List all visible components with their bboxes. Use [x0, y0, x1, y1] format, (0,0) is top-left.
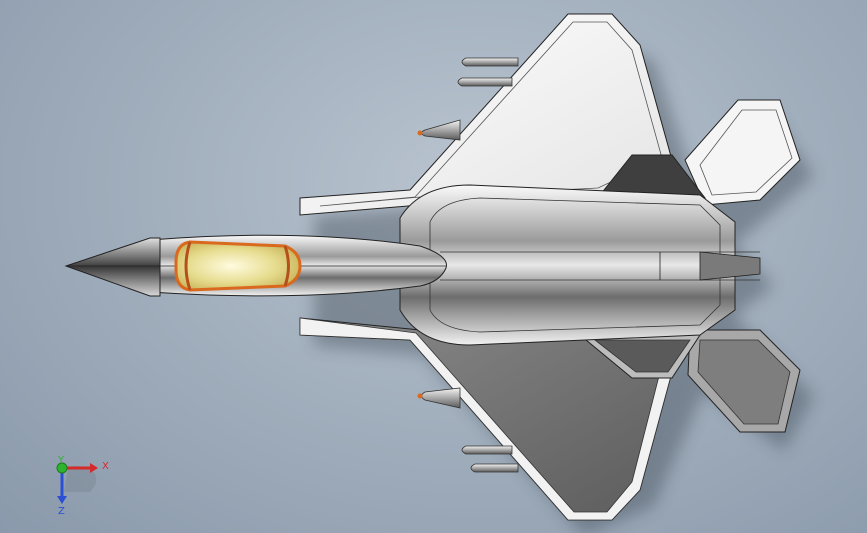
- x-axis-head: [90, 463, 98, 473]
- cockpit-canopy: [174, 240, 302, 292]
- y-axis-dot: [56, 462, 68, 474]
- missiles: [417, 57, 519, 473]
- y-axis-label: Y: [57, 455, 65, 466]
- triad-shadow: [64, 465, 97, 492]
- x-axis-label: X: [102, 461, 109, 472]
- z-axis-label: Z: [58, 506, 65, 517]
- lower-tail: [578, 329, 801, 433]
- z-axis-head: [57, 496, 67, 504]
- axis-triad: X Y Z: [44, 448, 114, 518]
- fuselage: [399, 184, 761, 346]
